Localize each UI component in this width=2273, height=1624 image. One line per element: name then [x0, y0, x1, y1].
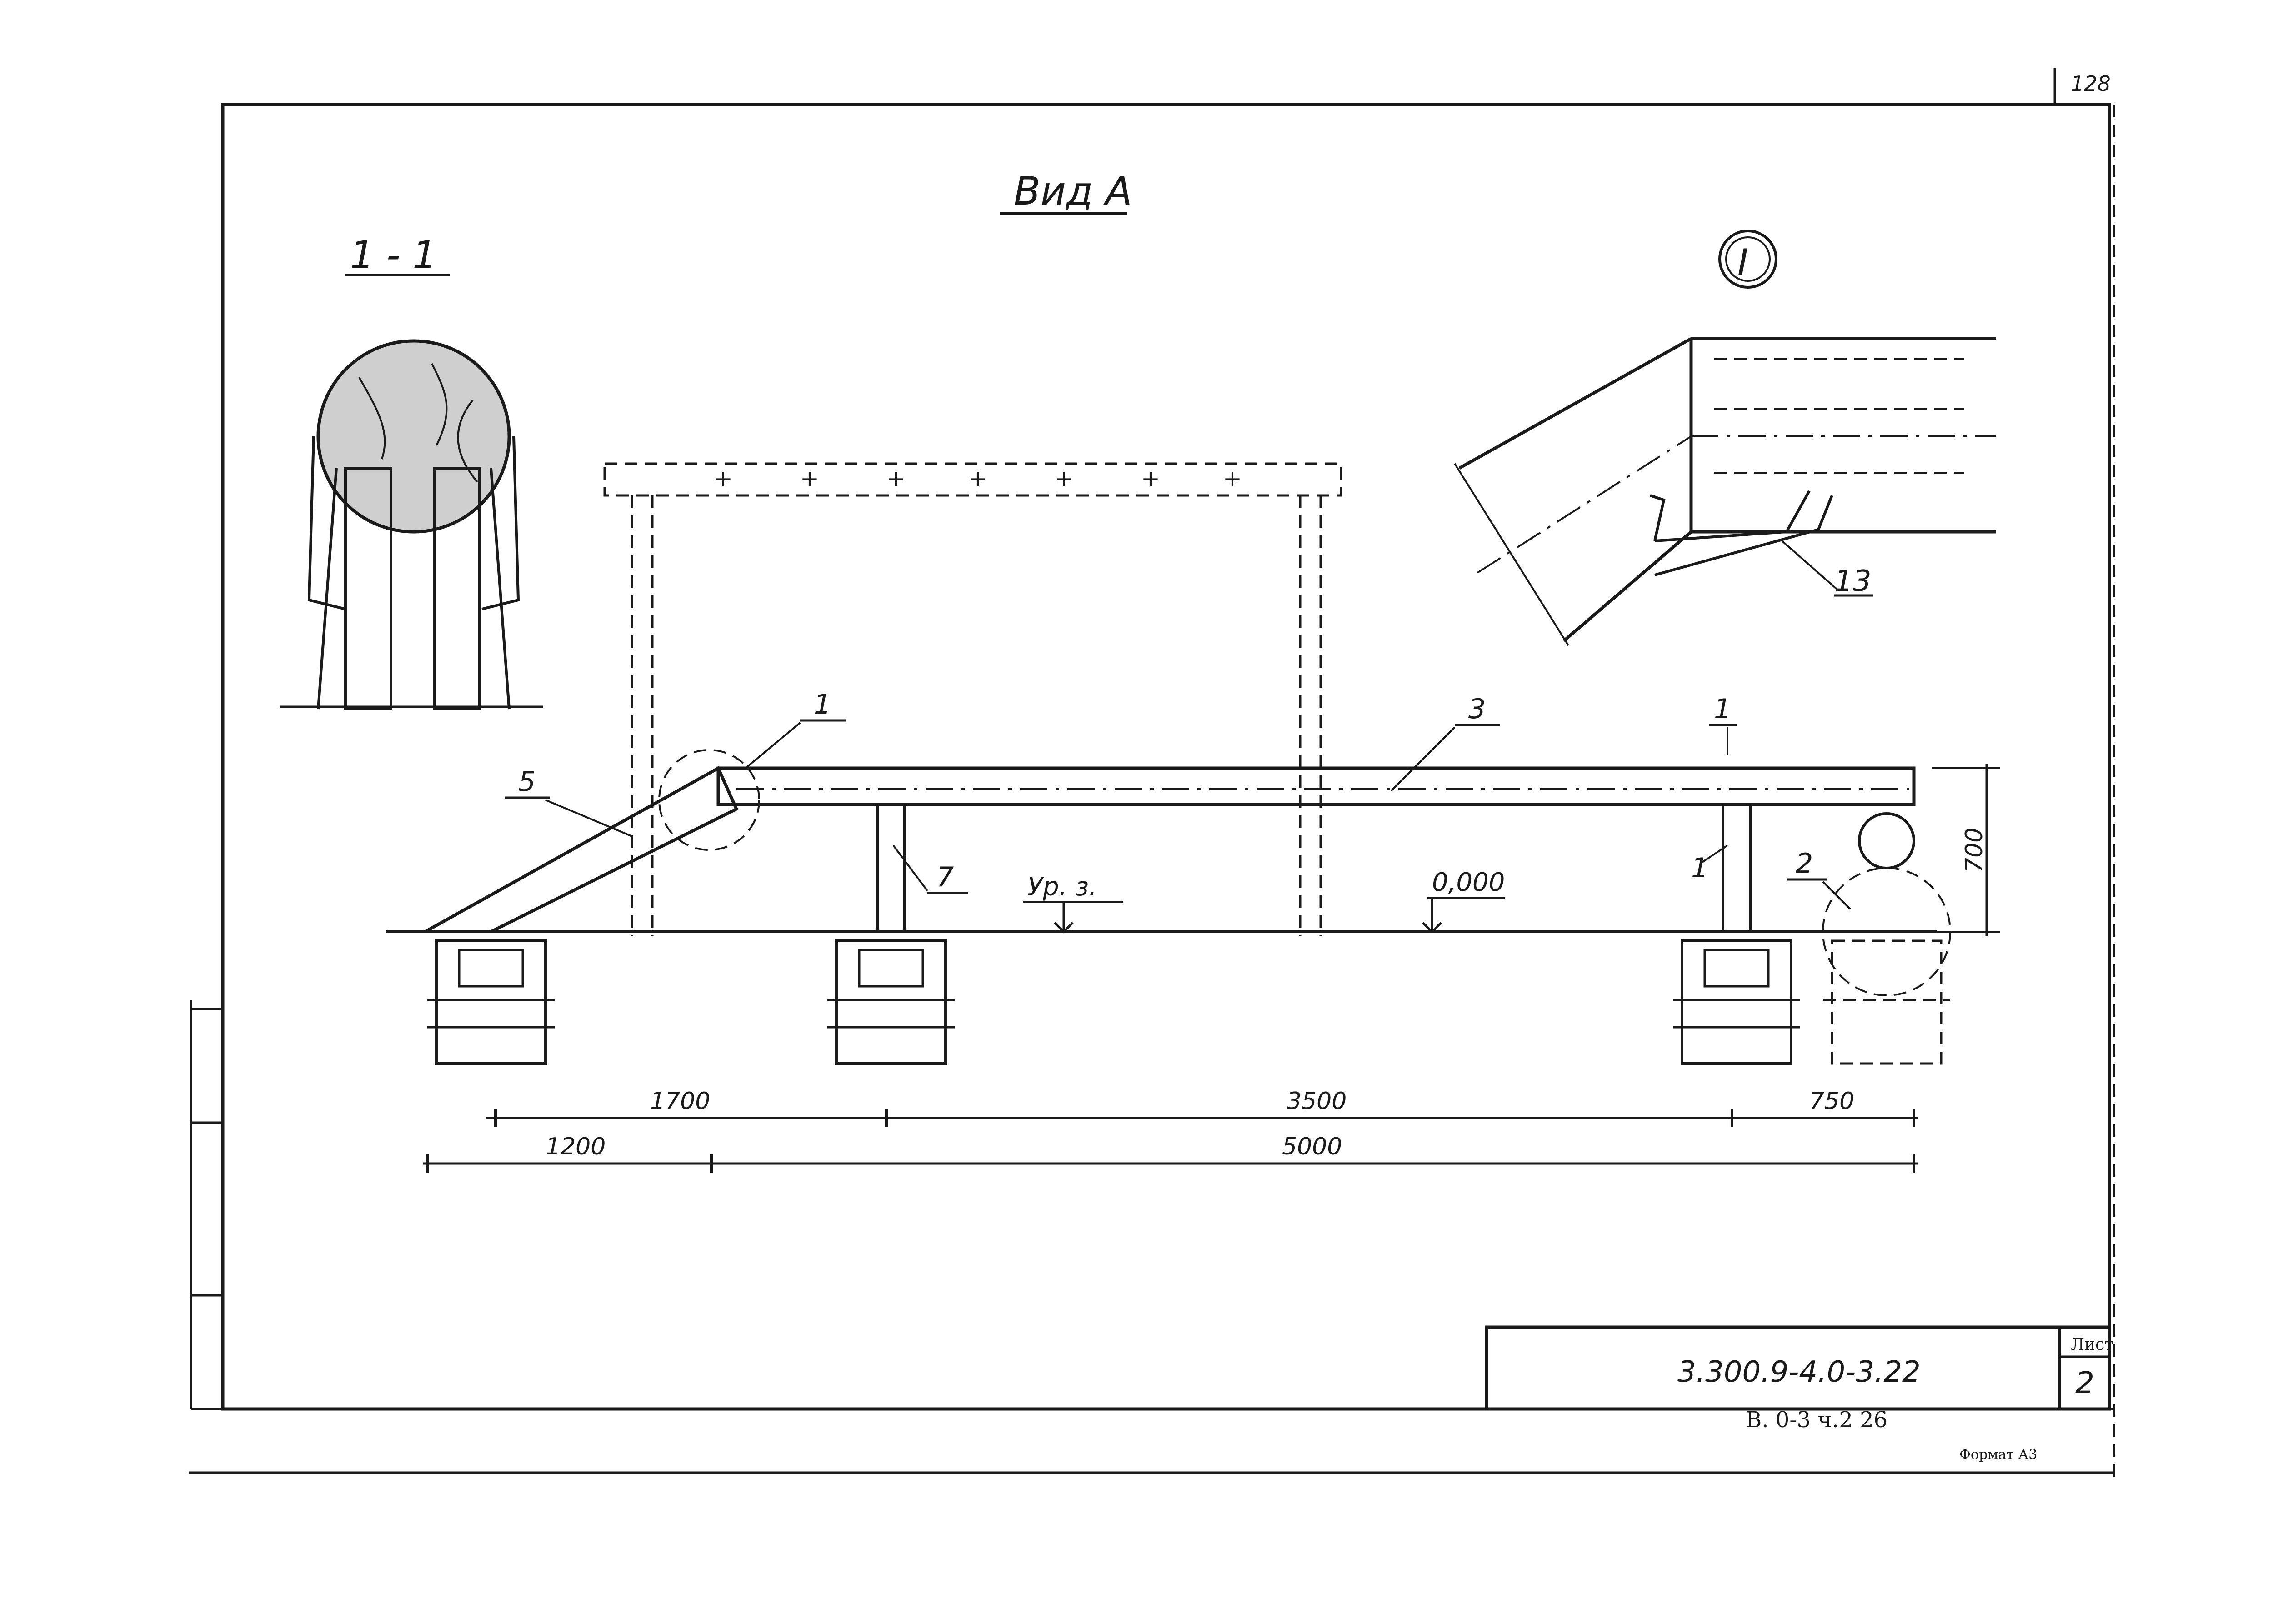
dim-750: 750: [1809, 1088, 1854, 1115]
foundation-left: [427, 939, 555, 1065]
beam-3: [716, 766, 1916, 806]
detail-title: I: [1737, 241, 1748, 284]
svg-text:+: +: [968, 465, 987, 492]
title-block: 3.300.9-4.0-3.22 Лист 2 В. 0-3 ч.2 26 Фо…: [1485, 1325, 2113, 1463]
leader-1-right: 1: [1714, 693, 1731, 725]
main-view: + + + + + + +: [386, 462, 2000, 1173]
detail-I: I 13: [1454, 230, 1996, 646]
sheet-label: Лист: [2071, 1335, 2113, 1354]
section-1-1: 1 - 1: [280, 233, 543, 710]
post-right: [1722, 803, 1752, 933]
album-reference: В. 0-3 ч.2 26: [1746, 1407, 1887, 1433]
leader-5: 5: [518, 766, 536, 798]
dim-1700: 1700: [650, 1088, 710, 1115]
leader-1-top: 1: [814, 689, 831, 720]
svg-text:+: +: [1223, 465, 1242, 492]
drawing-designation: 3.300.9-4.0-3.22: [1677, 1355, 1921, 1389]
leader-13: 13: [1834, 565, 1871, 598]
section-title: 1 - 1: [350, 233, 437, 277]
format-label: Формат А3: [1959, 1447, 2037, 1463]
svg-text:+: +: [1055, 465, 1074, 492]
dim-700: 700: [1961, 828, 1988, 873]
svg-text:+: +: [886, 465, 906, 492]
post-7: [876, 803, 906, 933]
svg-text:+: +: [1141, 465, 1160, 492]
svg-text:+: +: [714, 465, 733, 492]
leader-7: 7: [936, 861, 954, 893]
ground-level-label: Ур. з.: [1027, 872, 1097, 902]
svg-text:+: +: [800, 465, 819, 492]
dim-3500: 3500: [1287, 1088, 1347, 1115]
sheet-number: 2: [2075, 1365, 2094, 1400]
beam-5: [424, 766, 739, 934]
dim-1200: 1200: [546, 1133, 606, 1160]
dim-5000: 5000: [1282, 1133, 1342, 1160]
leader-2: 2: [1796, 848, 1813, 879]
foundation-right: [1673, 939, 1800, 1065]
log-2: [1858, 812, 1915, 869]
foundation-far-right: [1823, 939, 1950, 1065]
page-number: 128: [2071, 71, 2111, 96]
zero-level-label: 0,000: [1432, 868, 1505, 897]
view-title: Вид А: [1014, 169, 1132, 214]
leader-1-small: 1: [1691, 852, 1708, 884]
foundation-mid: [827, 939, 955, 1065]
drawing-frame: [189, 68, 2115, 1482]
leader-3: 3: [1468, 693, 1486, 725]
